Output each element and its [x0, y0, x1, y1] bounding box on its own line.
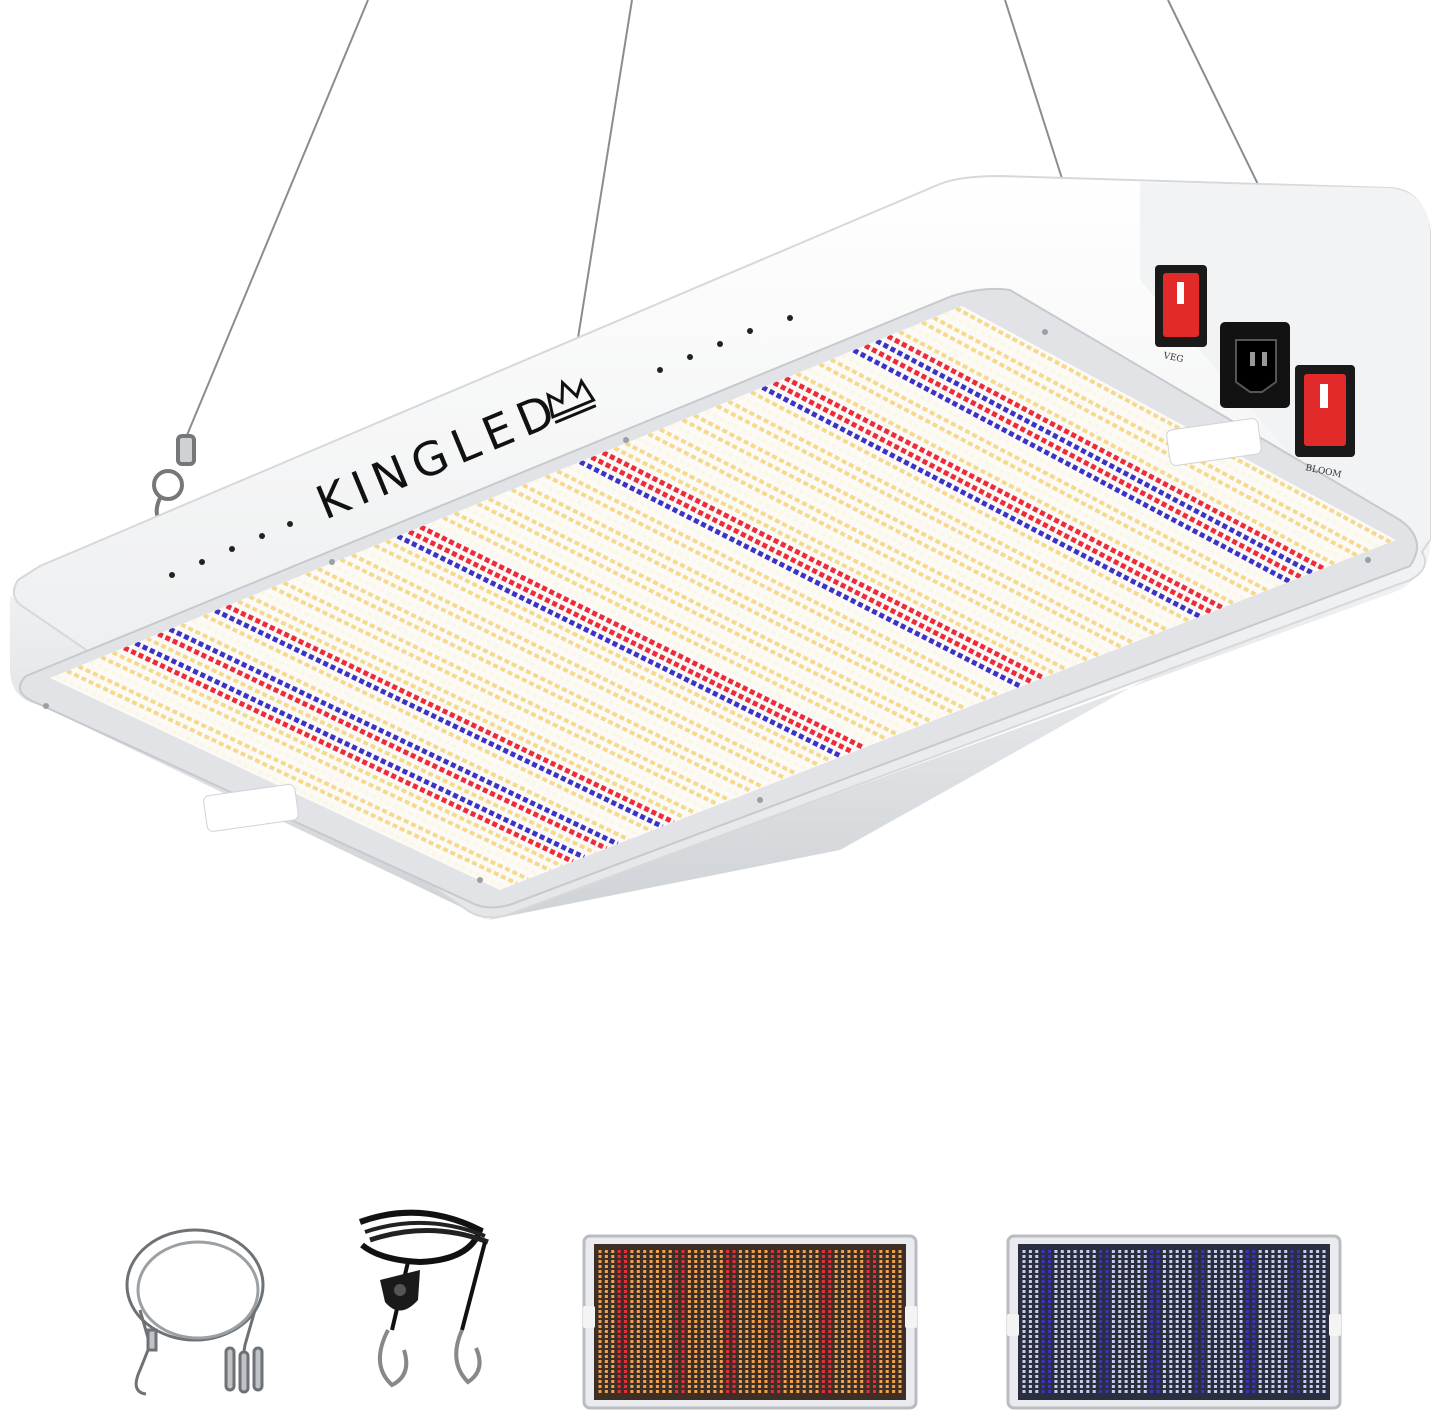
led-strip	[191, 618, 641, 838]
led-strip	[955, 306, 1392, 544]
veg-mode-panel	[1006, 1234, 1342, 1410]
led-strip	[829, 357, 1269, 593]
led-strip	[66, 669, 518, 886]
rope-ratchet-hanger-icon	[358, 1209, 489, 1388]
led-strip	[943, 311, 1381, 549]
led-strip	[693, 413, 1134, 645]
led-strip	[818, 362, 1257, 597]
led-strip	[499, 492, 944, 719]
led-strip	[715, 404, 1157, 636]
veg-switch-label: VEG	[1161, 351, 1184, 365]
led-strip	[522, 483, 966, 711]
led-strip	[601, 450, 1045, 681]
led-strip	[841, 353, 1280, 588]
led-strip	[750, 390, 1190, 623]
led-strip	[898, 329, 1336, 566]
led-strip	[852, 347, 1291, 584]
led-strip	[670, 422, 1112, 654]
led-strip	[396, 533, 843, 759]
led-strip	[351, 552, 798, 776]
led-strip	[111, 650, 563, 868]
led-strip	[533, 478, 977, 706]
led-strip	[453, 511, 899, 737]
panel-clips	[203, 418, 1262, 832]
power-switch-icon	[1177, 282, 1184, 304]
led-strip	[385, 539, 832, 763]
led-strip	[727, 399, 1168, 632]
led-strip	[567, 464, 1011, 693]
led-strip	[180, 622, 630, 842]
led-strip	[465, 506, 910, 733]
crown-icon	[546, 377, 597, 424]
led-strip	[704, 408, 1145, 641]
steel-hanging-wire-icon	[125, 1228, 265, 1396]
led-strip	[100, 655, 552, 873]
led-strip	[203, 613, 653, 833]
led-strip	[624, 441, 1067, 671]
led-strip	[271, 585, 720, 807]
led-array	[54, 306, 1392, 890]
led-strip	[772, 380, 1213, 615]
led-strip	[431, 520, 877, 746]
led-strip	[260, 590, 709, 811]
led-strip	[419, 524, 866, 751]
led-strip	[328, 562, 776, 785]
led-strip	[317, 566, 765, 789]
led-strip	[134, 640, 586, 860]
led-strip	[544, 473, 989, 702]
led-strip	[636, 436, 1078, 667]
led-strip	[362, 548, 809, 772]
led-strip	[590, 454, 1034, 685]
bloom-mode-panel	[582, 1234, 918, 1410]
veg-switch[interactable]: VEG	[1155, 265, 1207, 365]
led-strip	[305, 571, 753, 794]
led-strip	[248, 594, 697, 816]
led-strip	[476, 501, 921, 728]
led-strip	[339, 557, 787, 781]
led-strip	[784, 375, 1224, 611]
led-strip	[146, 636, 597, 855]
led-strip	[77, 664, 529, 881]
power-switch-icon	[1320, 384, 1328, 408]
led-strip	[738, 394, 1179, 628]
led-strip	[407, 529, 854, 755]
led-strip	[442, 515, 888, 741]
led-strip	[578, 459, 1022, 689]
bloom-switch[interactable]: BLOOM	[1295, 365, 1355, 481]
led-strip	[225, 603, 675, 825]
led-strip	[863, 343, 1302, 580]
led-strip	[932, 315, 1369, 553]
led-strip	[488, 497, 933, 724]
led-strip	[681, 418, 1123, 649]
led-strip	[658, 427, 1101, 658]
led-strip	[510, 487, 955, 715]
led-strip	[807, 367, 1246, 601]
led-strip	[647, 432, 1089, 663]
vent-dots	[169, 315, 793, 578]
led-strip	[886, 334, 1325, 571]
led-strip	[282, 580, 731, 803]
led-strip	[214, 608, 664, 829]
led-strip	[613, 446, 1056, 676]
led-strip	[374, 543, 821, 768]
power-socket[interactable]	[1220, 322, 1290, 408]
led-strip	[294, 576, 742, 798]
led-strip	[54, 673, 507, 890]
led-strip	[89, 659, 541, 877]
power-socket-icon	[1235, 339, 1277, 393]
led-strip	[795, 371, 1235, 606]
led-strip	[168, 626, 619, 847]
led-strip	[157, 631, 608, 851]
led-strip	[875, 338, 1314, 576]
led-strip	[909, 325, 1347, 562]
led-strip	[123, 645, 574, 864]
led-panel	[50, 306, 1396, 890]
led-strip	[921, 320, 1358, 558]
led-strip	[556, 469, 1000, 698]
led-strip	[237, 599, 686, 820]
led-strip	[761, 385, 1202, 619]
